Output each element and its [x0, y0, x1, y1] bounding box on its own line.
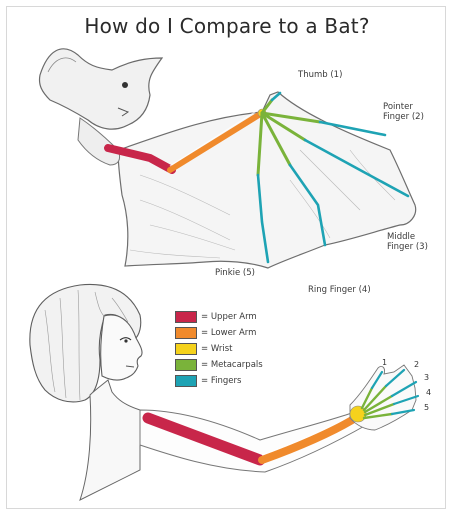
hand-number-2: 2	[414, 360, 419, 369]
label-thumb: Thumb (1)	[298, 70, 342, 80]
legend-row-wrist: = Wrist	[175, 342, 263, 355]
label-pinkie: Pinkie (5)	[215, 268, 255, 278]
legend-label-metacarpals: = Metacarpals	[201, 360, 263, 370]
label-middle-line2: Finger (3)	[387, 242, 428, 252]
label-pointer-line1: Pointer	[383, 102, 424, 112]
bat-eye	[122, 82, 128, 88]
legend-row-lower-arm: = Lower Arm	[175, 326, 263, 339]
legend-swatch-metacarpals	[175, 359, 197, 371]
label-middle-line1: Middle	[387, 232, 428, 242]
legend-row-upper-arm: = Upper Arm	[175, 310, 263, 323]
hand-number-5: 5	[424, 403, 429, 412]
hand-number-1: 1	[382, 358, 387, 367]
legend-swatch-wrist	[175, 343, 197, 355]
legend-swatch-lower-arm	[175, 327, 197, 339]
legend-label-fingers: = Fingers	[201, 376, 241, 386]
label-middle-finger: Middle Finger (3)	[387, 232, 428, 252]
legend-label-upper-arm: = Upper Arm	[201, 312, 257, 322]
girl-wrist	[350, 406, 366, 422]
bat-head	[39, 49, 162, 129]
bat-illustration	[39, 49, 415, 268]
legend-swatch-upper-arm	[175, 311, 197, 323]
legend-swatch-fingers	[175, 375, 197, 387]
bat-wing-membrane	[118, 92, 416, 268]
legend-label-wrist: = Wrist	[201, 344, 232, 354]
hand-number-3: 3	[424, 373, 429, 382]
hand-number-4: 4	[426, 388, 431, 397]
label-pointer-line2: Finger (2)	[383, 112, 424, 122]
label-ring-finger: Ring Finger (4)	[308, 285, 371, 295]
label-pointer-finger: Pointer Finger (2)	[383, 102, 424, 122]
legend-row-metacarpals: = Metacarpals	[175, 358, 263, 371]
color-legend: = Upper Arm = Lower Arm = Wrist = Metaca…	[175, 310, 263, 390]
legend-label-lower-arm: = Lower Arm	[201, 328, 256, 338]
legend-row-fingers: = Fingers	[175, 374, 263, 387]
